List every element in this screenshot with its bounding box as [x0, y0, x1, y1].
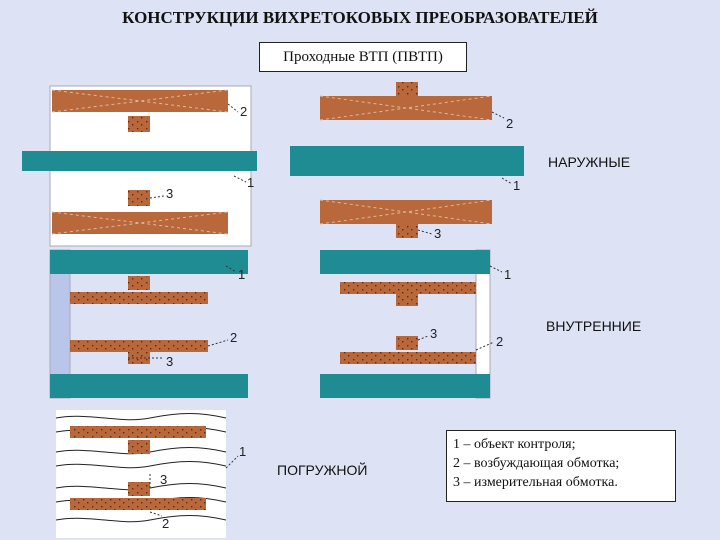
- measuring-coil-bottom: [128, 482, 150, 496]
- marker-2: 2: [162, 516, 169, 531]
- outer-label: НАРУЖНЫЕ: [548, 154, 631, 170]
- excitation-coil-top: [70, 426, 206, 438]
- marker-2: 2: [496, 334, 503, 349]
- measuring-coil-top: [396, 294, 418, 306]
- object-tube-bottom: [50, 374, 248, 398]
- measuring-coil-top: [128, 116, 150, 132]
- slide-title: КОНСТРУКЦИИ ВИХРЕТОКОВЫХ ПРЕОБРАЗОВАТЕЛЕ…: [122, 8, 598, 27]
- measuring-coil-top: [396, 82, 418, 96]
- marker-2: 2: [230, 330, 237, 345]
- measuring-coil-bottom: [396, 224, 418, 238]
- object-tube-bottom: [320, 374, 490, 398]
- object-rod: [290, 146, 524, 176]
- excitation-coil-bottom: [340, 352, 476, 364]
- measuring-coil-bottom: [128, 190, 150, 206]
- measuring-coil-top: [128, 276, 150, 290]
- excitation-coil-top: [70, 292, 208, 304]
- marker-1: 1: [238, 267, 245, 282]
- legend-box: 1 – объект контроля; 2 – возбуждающая об…: [446, 430, 676, 502]
- subtitle-box: Проходные ВТП (ПВТП): [259, 42, 467, 72]
- marker-3: 3: [166, 186, 173, 201]
- object-tube-top: [320, 250, 490, 274]
- marker-3: 3: [430, 326, 437, 341]
- marker-3: 3: [160, 472, 167, 487]
- object-rod: [22, 151, 257, 171]
- marker-1: 1: [504, 267, 511, 282]
- outer-transducer-right: 2 1 3: [290, 82, 524, 241]
- excitation-coil-bottom: [70, 340, 208, 352]
- marker-1: 1: [239, 444, 246, 459]
- submersible-label: ПОГРУЖНОЙ: [277, 462, 368, 478]
- inner-label: ВНУТРЕННИЕ: [546, 318, 642, 334]
- marker-2: 2: [240, 104, 247, 119]
- object-tube-top: [50, 250, 248, 274]
- marker-1: 1: [247, 175, 254, 190]
- marker-1: 1: [513, 178, 520, 193]
- excitation-coil-top: [340, 282, 476, 294]
- outer-transducer-left: 2 1 3: [22, 85, 257, 247]
- legend-item: 2 – возбуждающая обмотка;: [453, 456, 620, 471]
- submersible-transducer: 1 3 2: [55, 410, 246, 538]
- inner-transducer-left: 1 2 3: [49, 249, 248, 399]
- inner-transducer-right: 1 3 2: [320, 249, 511, 399]
- measuring-coil-bottom: [128, 352, 150, 364]
- legend-item: 3 – измерительная обмотка.: [453, 475, 618, 490]
- excitation-coil-bottom: [70, 498, 206, 510]
- legend-item: 1 – объект контроля;: [453, 437, 576, 452]
- marker-3: 3: [434, 226, 441, 241]
- measuring-coil-top: [128, 440, 150, 454]
- marker-3: 3: [166, 354, 173, 369]
- marker-2: 2: [506, 116, 513, 131]
- measuring-coil-bottom: [396, 336, 418, 350]
